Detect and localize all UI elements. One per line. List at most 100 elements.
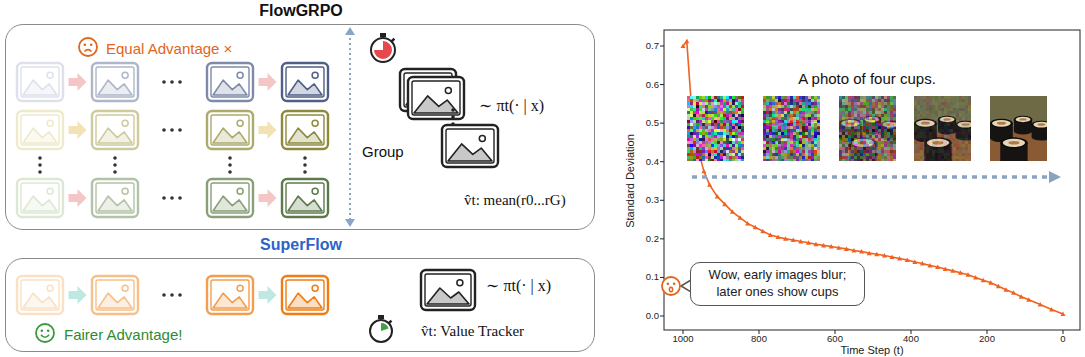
data-marker (844, 246, 849, 251)
ellipsis-dot (178, 128, 182, 132)
data-marker (701, 169, 706, 174)
ellipsis-dot (113, 170, 117, 174)
tick-label: 0.2 (646, 234, 659, 244)
data-marker (874, 252, 879, 256)
ellipsis-dot (170, 196, 174, 200)
data-marker (776, 234, 781, 239)
data-marker (920, 261, 925, 266)
panel-title: FlowGRPO (259, 2, 343, 20)
data-marker (905, 258, 910, 263)
data-marker (715, 194, 720, 199)
data-marker (681, 44, 686, 49)
panel-illustration (17, 27, 498, 342)
flow-arrow (259, 189, 277, 207)
image-icon (282, 63, 328, 101)
data-marker (768, 233, 773, 238)
ellipsis-dot (38, 156, 42, 160)
ellipsis-dot (113, 156, 117, 160)
data-marker (753, 225, 758, 230)
tick-mark (660, 46, 664, 47)
panel-title: SuperFlow (260, 236, 342, 254)
image-icon (282, 111, 328, 149)
data-marker (707, 182, 712, 187)
ellipsis-dot (170, 80, 174, 84)
emoji-face (36, 324, 54, 342)
ellipsis-dot (451, 108, 455, 112)
advantage-note: Equal Advantage × (106, 40, 232, 57)
method-panel: FlowGRPOEqual Advantage ×Group∼ πt(· | x… (5, 24, 595, 230)
ellipsis-dot (170, 293, 174, 297)
tick-label: 0.3 (646, 196, 659, 206)
tick-label: 1000 (672, 334, 693, 344)
tick-label: 0.7 (646, 41, 659, 51)
data-marker (1049, 307, 1054, 312)
tick-mark (660, 277, 664, 278)
data-marker (1026, 297, 1031, 302)
data-marker (935, 265, 940, 270)
tick-mark (660, 200, 664, 201)
ellipsis-dot (303, 156, 307, 160)
data-marker (943, 266, 948, 271)
data-marker (1061, 312, 1066, 317)
ellipsis-dot (170, 128, 174, 132)
data-line (683, 41, 1063, 314)
tick-label: 0.0 (646, 311, 659, 321)
arrow-head (345, 219, 355, 227)
image-icon (421, 270, 475, 310)
value-formula: v̂t: mean(r0...rG) (464, 192, 566, 209)
tick-mark (660, 316, 664, 317)
ellipsis-dot (228, 170, 232, 174)
tick-label: 200 (979, 334, 995, 344)
timer-icon (371, 33, 395, 62)
sample-image (990, 96, 1047, 161)
image-icon (17, 63, 63, 101)
data-marker (973, 275, 978, 280)
tick-label: 0.6 (646, 80, 659, 90)
flow-arrow (69, 73, 87, 91)
tick-label: 0.1 (646, 273, 659, 283)
image-icon (282, 179, 328, 217)
policy-formula: ∼ πt(· | x) (486, 277, 551, 295)
ellipsis-dot (162, 80, 166, 84)
axes-frame (664, 30, 1080, 330)
image-icon (207, 276, 253, 314)
ellipsis-dot (38, 170, 42, 174)
image-icon (207, 63, 253, 101)
ellipsis-dot (162, 293, 166, 297)
flow-arrow (259, 286, 277, 304)
ellipsis-dot (178, 293, 182, 297)
data-marker (783, 236, 788, 241)
image-icon (92, 276, 138, 314)
image-icon (17, 179, 63, 217)
image-icon (17, 111, 63, 149)
sample-image (914, 96, 971, 161)
policy-formula: ∼ πt(· | x) (479, 97, 544, 115)
sample-image (839, 96, 896, 161)
data-marker (950, 268, 955, 273)
line-chart (660, 30, 1080, 334)
image-icon (282, 276, 328, 314)
ellipsis-dot (178, 196, 182, 200)
progress-arrow (692, 175, 1050, 179)
data-marker (928, 263, 933, 268)
emoji-face (79, 38, 97, 56)
data-marker (684, 39, 689, 44)
data-marker (1038, 302, 1043, 307)
sample-image (763, 96, 820, 161)
tick-label: 400 (903, 334, 919, 344)
image-icon (442, 125, 498, 167)
data-marker (829, 244, 834, 249)
data-marker (912, 260, 917, 265)
tick-mark (660, 161, 664, 162)
advantage-note: Fairer Advantage! (64, 326, 182, 343)
data-marker (958, 270, 963, 275)
arrow-head (1049, 171, 1061, 183)
ellipsis-dot (228, 156, 232, 160)
value-formula: v̂t: Value Tracker (421, 323, 524, 340)
image-icon (92, 111, 138, 149)
tick-mark (660, 123, 664, 124)
ellipsis-dot (303, 170, 307, 174)
group-span-arrow (349, 33, 351, 221)
data-marker (798, 239, 803, 244)
